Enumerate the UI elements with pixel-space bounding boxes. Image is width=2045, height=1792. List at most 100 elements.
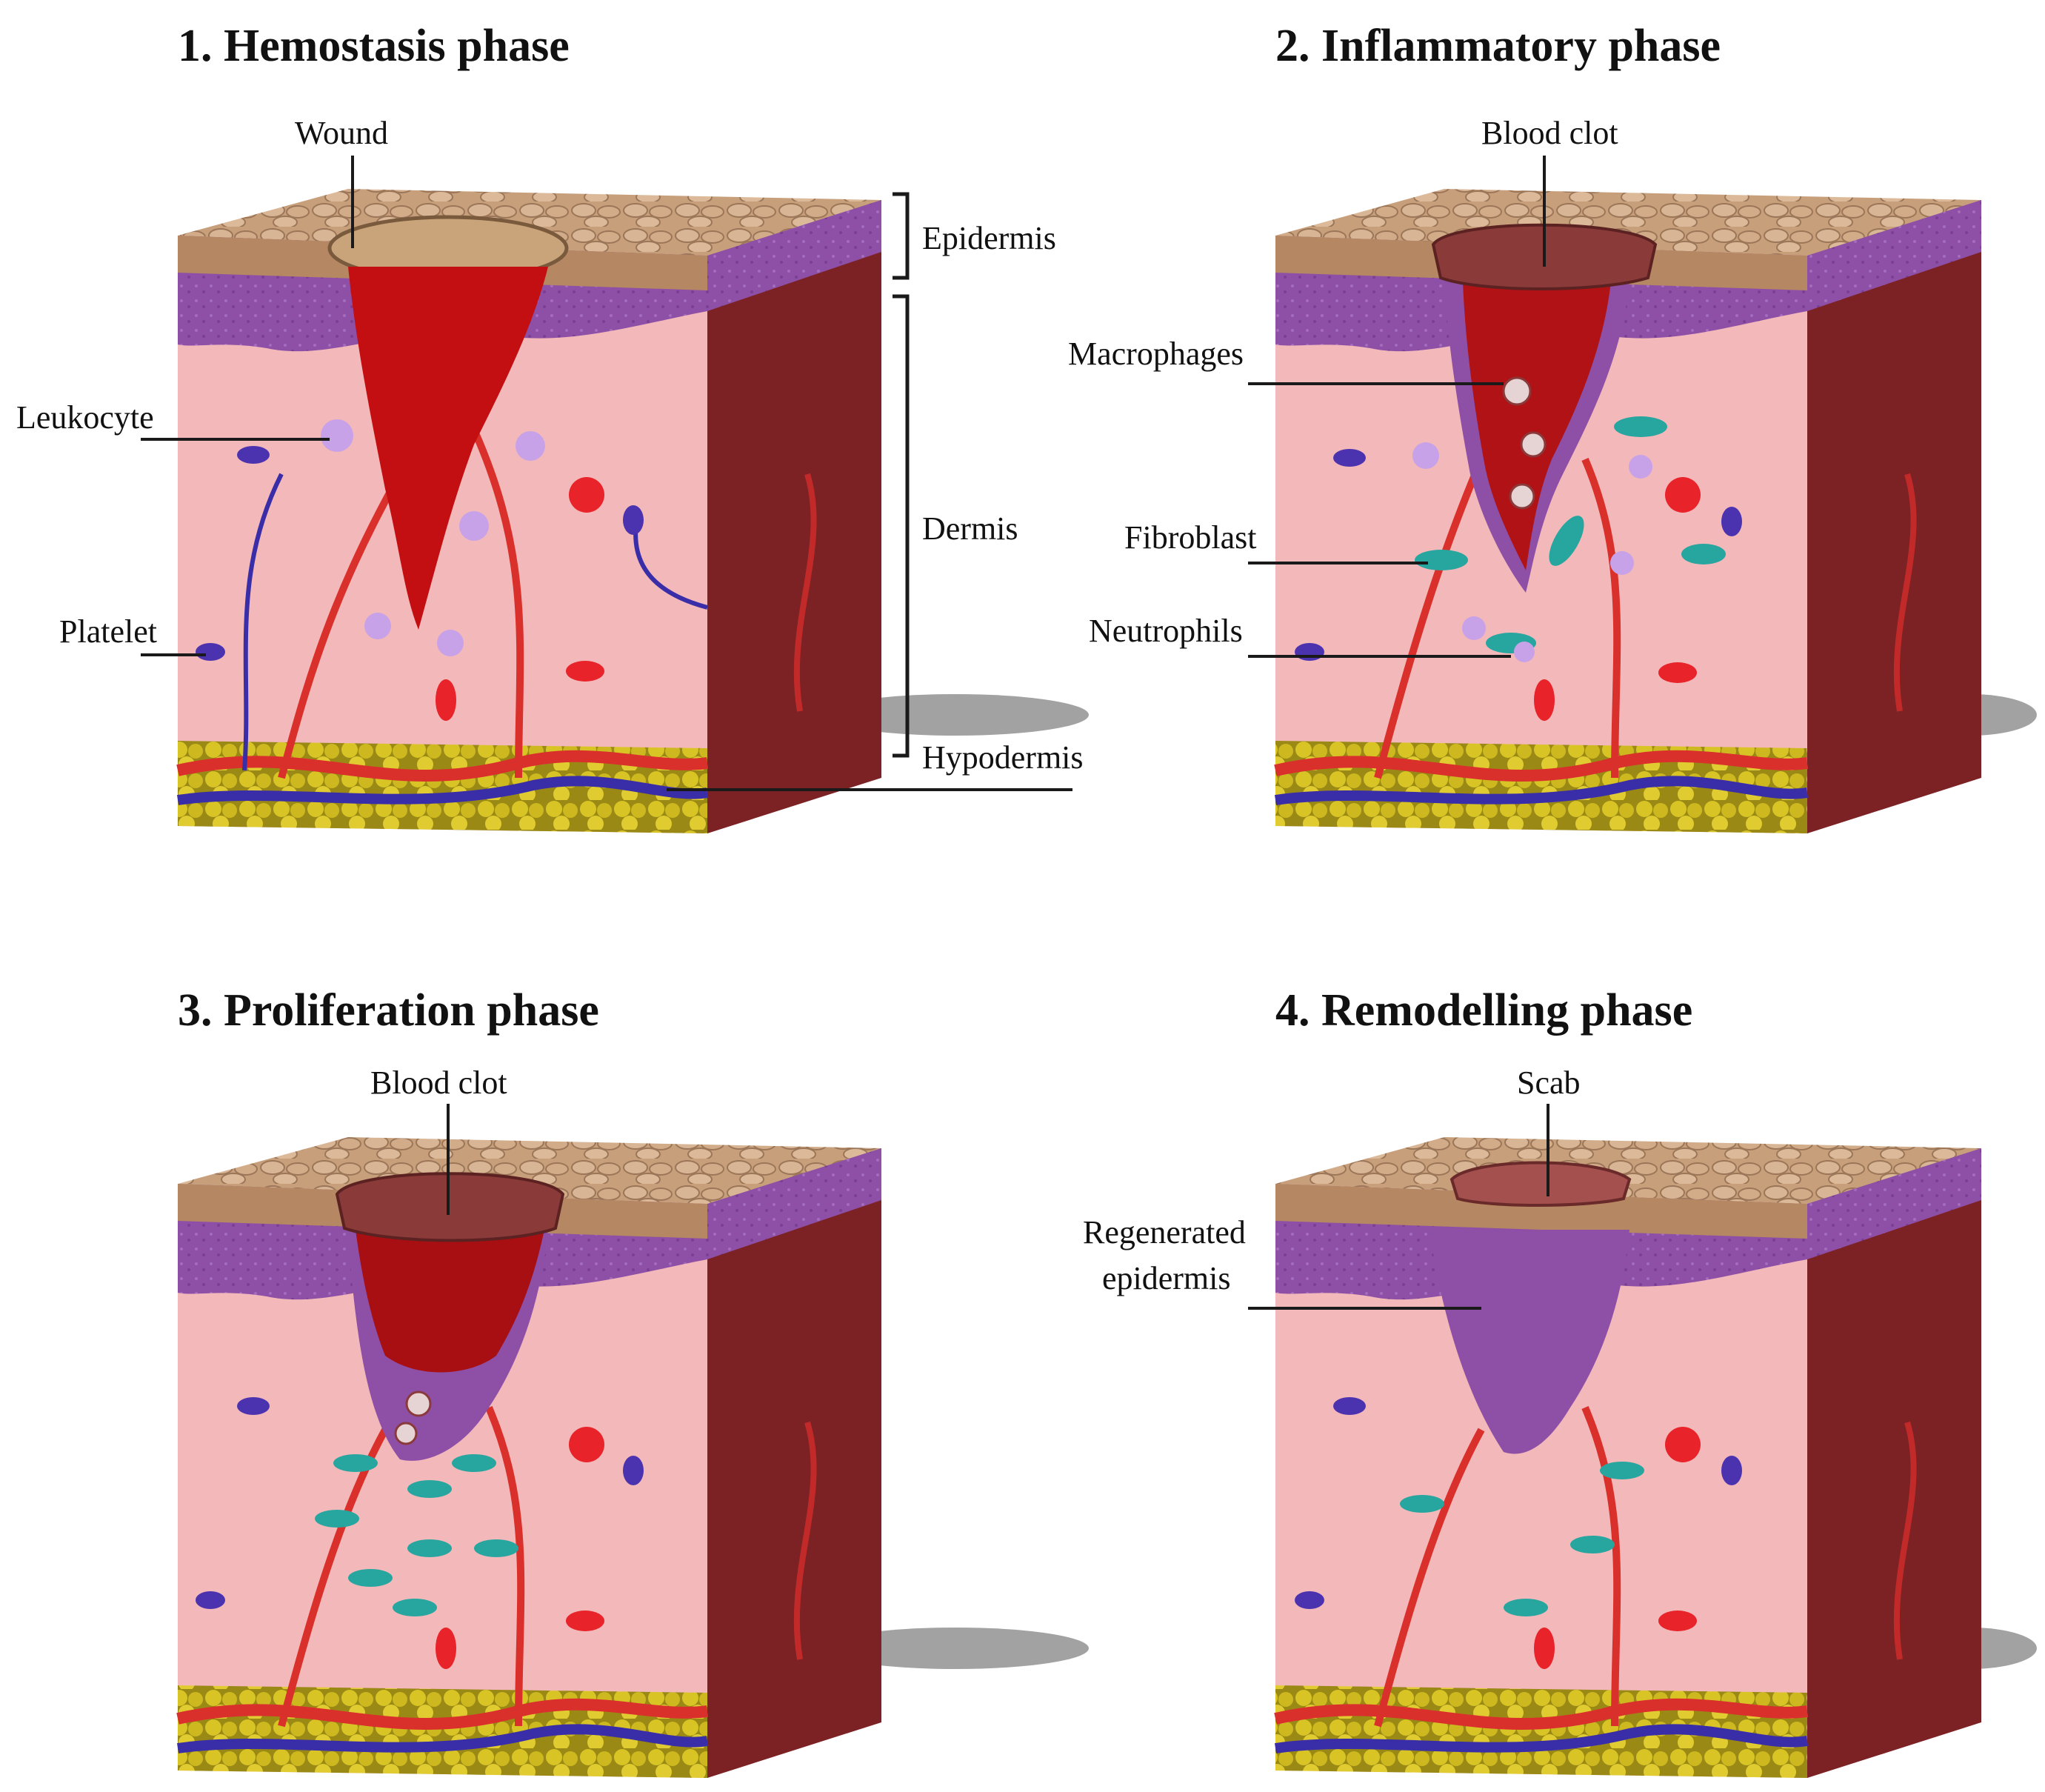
fibroblast-cell (1400, 1495, 1444, 1513)
macrophage-cell (394, 1422, 418, 1445)
platelet-cell (623, 1456, 644, 1485)
artery-branch (485, 1406, 525, 1727)
leukocyte-cell (321, 419, 353, 452)
artery-branch (1581, 458, 1621, 779)
neutrophil-cell (1629, 455, 1652, 479)
skin-edge (1275, 1184, 1807, 1239)
red-blood-cell (1658, 1611, 1697, 1631)
side-epidermis (1807, 1148, 1981, 1259)
label-dermis: Dermis (922, 510, 1018, 547)
fibroblast-cell (1681, 544, 1726, 564)
panel-3-title: 3. Proliferation phase (178, 985, 599, 1036)
fibroblast-cell (474, 1539, 518, 1557)
platelet-cell (196, 1591, 225, 1609)
skin-block (176, 1137, 1089, 1778)
fibroblast-cell (333, 1454, 378, 1472)
red-blood-cell (1658, 662, 1697, 683)
neutrophil-cell (1412, 442, 1439, 469)
wound-blood (356, 1230, 544, 1373)
side-vessel (1893, 1421, 1917, 1660)
panel-proliferation: 3. Proliferation phase (176, 985, 1089, 1778)
artery (1274, 750, 1809, 782)
fibroblast-cell (315, 1510, 359, 1528)
fibroblast-cell (452, 1454, 496, 1472)
platelet-cell (1333, 449, 1366, 467)
label-macrophages: Macrophages (1068, 336, 1244, 372)
skin-block (1274, 1137, 2037, 1778)
red-blood-cell (1534, 1628, 1555, 1669)
neutrophil-cell (1514, 642, 1535, 662)
artery-branch (470, 427, 524, 779)
label-regenerated-line1: Regenerated (1083, 1214, 1246, 1250)
side-epidermis (707, 200, 881, 311)
neutrophil-cell (1462, 616, 1486, 640)
artery-branch (1374, 1428, 1485, 1728)
panel-inflammatory: 2. Inflammatory phase (1068, 21, 2037, 833)
fibroblast-cell (1600, 1462, 1644, 1479)
artery-branch (1374, 458, 1485, 779)
platelet-cell (1721, 507, 1742, 536)
panel-2-title: 2. Inflammatory phase (1275, 21, 1721, 71)
leukocyte-cell (437, 630, 464, 656)
skin-surface (1275, 1137, 1981, 1204)
bracket-dermis (893, 294, 910, 758)
bracket-epidermis (893, 192, 910, 280)
platelet-cell (1333, 1397, 1366, 1415)
red-blood-cell (1665, 1427, 1701, 1462)
macrophage-cell (405, 1390, 432, 1417)
label-regenerated-line2: epidermis (1102, 1260, 1231, 1296)
label-hypodermis: Hypodermis (922, 739, 1084, 776)
macrophage-cell (1509, 483, 1535, 510)
red-blood-cell (569, 1427, 604, 1462)
label-epidermis: Epidermis (922, 220, 1056, 256)
side-vessel (793, 473, 817, 712)
panel-remodelling: 4. Remodelling phase (1083, 985, 2037, 1778)
red-blood-cell (1665, 477, 1701, 513)
fibroblast-cell (1415, 550, 1468, 570)
vein (177, 776, 709, 805)
leukocyte-cell (459, 511, 489, 541)
red-blood-cell (566, 661, 604, 682)
label-blood-clot: Blood clot (1481, 115, 1618, 151)
macrophage-cell (1520, 431, 1547, 458)
panel-1-title: 1. Hemostasis phase (178, 21, 570, 71)
macrophage-cell (1502, 376, 1532, 406)
red-blood-cell (566, 1611, 604, 1631)
fibroblast-cell (1614, 416, 1667, 437)
label-neutrophils: Neutrophils (1089, 613, 1243, 649)
skin-block (1274, 189, 2037, 833)
label-blood-clot: Blood clot (370, 1065, 507, 1101)
platelet-cell (237, 1397, 270, 1415)
side-face (1807, 1148, 1981, 1778)
side-vessel (793, 1421, 817, 1660)
platelet-cell (237, 446, 270, 464)
block-shadow (822, 694, 1089, 736)
artery (1274, 1698, 1809, 1731)
wound-blood (348, 267, 548, 630)
fibroblast-cell (1504, 1599, 1548, 1616)
vein (1274, 1724, 1809, 1753)
side-face (707, 200, 881, 833)
leukocyte-cell (364, 613, 391, 639)
wound-blood (1463, 282, 1611, 570)
artery-branch (1581, 1406, 1621, 1727)
panel-hemostasis: 1. Hemostasis phase (16, 21, 1089, 833)
side-face (1807, 200, 1981, 833)
label-fibroblast: Fibroblast (1124, 519, 1256, 556)
platelet-cell (1295, 643, 1324, 661)
platelet-cell (196, 643, 225, 661)
fibroblast-cell (348, 1569, 393, 1587)
regenerated-epidermis (1430, 1230, 1629, 1454)
label-leukocyte: Leukocyte (16, 399, 154, 436)
vein-branch (242, 473, 284, 771)
artery (176, 750, 709, 782)
neutrophil-cell (1610, 551, 1634, 575)
red-blood-cell (569, 477, 604, 513)
side-epidermis (1807, 200, 1981, 311)
fibroblast-cell (407, 1539, 452, 1557)
platelet-cell (623, 505, 644, 535)
red-blood-cell (436, 679, 456, 721)
side-epidermis (707, 1148, 881, 1259)
label-platelet: Platelet (59, 613, 157, 650)
